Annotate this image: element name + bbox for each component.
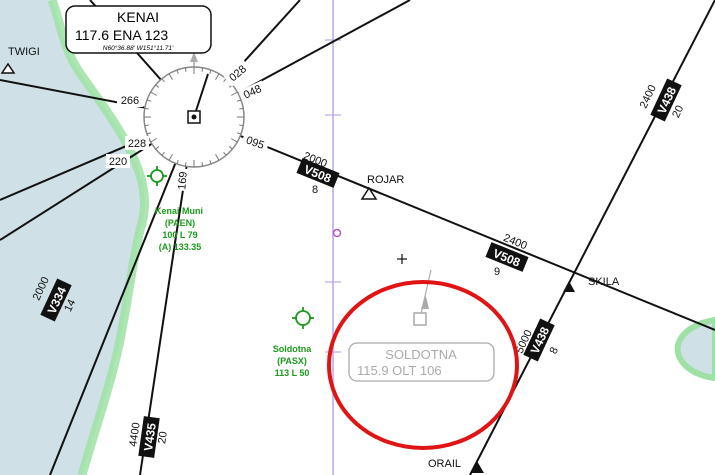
compass-tick: [209, 69, 212, 74]
compass-tick: [161, 78, 165, 83]
radial-220: 220: [109, 156, 127, 168]
kenai-name: KENAI: [117, 9, 159, 25]
svg-text:TWIGI: TWIGI: [8, 46, 40, 58]
twigi-triangle-icon: [0, 62, 16, 74]
airport-soldotna: Soldotna (PASX) 113 L 50: [273, 307, 314, 378]
airport-icon: [147, 166, 167, 186]
skila-triangle-icon: [563, 281, 575, 292]
soldotna-name: SOLDOTNA: [385, 347, 457, 362]
shoreline: [47, 0, 150, 475]
compass-tick: [184, 67, 187, 72]
fix-skila: SKILA: [563, 276, 620, 292]
compass-tick: [201, 162, 204, 167]
kenai-compass-rose: [143, 52, 245, 168]
airway-v435: 4400 V435 20: [127, 416, 170, 458]
fix-rojar: ROJAR: [360, 174, 404, 200]
svg-text:V508: V508: [302, 162, 334, 186]
soldotna-freq: 115.9 OLT 106: [357, 363, 442, 378]
svg-text:20: 20: [156, 431, 170, 445]
compass-tick: [146, 99, 151, 102]
svg-text:Kenai Muni: Kenai Muni: [155, 206, 203, 216]
svg-text:113 L 50: 113 L 50: [275, 368, 310, 378]
radial-266: 266: [121, 95, 139, 107]
svg-text:100 L 79: 100 L 79: [162, 230, 197, 240]
rojar-triangle-icon: [360, 186, 378, 200]
svg-text:(PAEN): (PAEN): [165, 218, 195, 228]
svg-text:8: 8: [548, 345, 561, 356]
compass-tick: [168, 153, 173, 161]
cross-marker-icon: [397, 254, 407, 264]
compass-tick: [144, 124, 149, 127]
svg-text:ORAIL: ORAIL: [428, 458, 461, 470]
kenai-navaid-box: KENAI 117.6 ENA 123 N60°36.88' W151°11.7…: [65, 5, 212, 54]
compass-tick: [230, 138, 238, 143]
compass-tick: [215, 73, 220, 81]
fix-twigi: TWIGI: [0, 46, 40, 74]
compass-tick: [237, 132, 242, 135]
compass-tick: [155, 146, 160, 150]
airport-kenai-muni: Kenai Muni (PAEN) 100 L 79 (A) 133.35: [147, 166, 203, 252]
compass-tick: [155, 84, 160, 88]
compass-tick: [144, 107, 149, 110]
fix-orail: ORAIL: [428, 458, 484, 473]
soldotna-navaid-box: [348, 342, 495, 382]
compass-tick: [150, 138, 158, 143]
compass-tick: [201, 67, 204, 72]
svg-text:8: 8: [312, 184, 318, 196]
compass-tick: [209, 160, 212, 165]
compass-tick: [223, 78, 227, 83]
radial-228: 228: [128, 138, 146, 150]
compass-tick: [161, 151, 165, 156]
highlight-circle: [327, 280, 519, 450]
compass-tick: [239, 107, 244, 110]
compass-tick: [176, 160, 179, 165]
airway-v438-lower: 5000 V438 8: [514, 318, 561, 362]
airway-v438-upper: 2400 V438 20: [638, 78, 686, 122]
svg-text:V435: V435: [141, 422, 159, 452]
water-area: [0, 0, 145, 475]
svg-text:20: 20: [670, 104, 686, 120]
compass-tick: [239, 124, 244, 127]
airport-icon: [292, 307, 314, 329]
compass-tick: [168, 73, 173, 81]
kenai-coords: N60°36.88' W151°11.71': [103, 44, 174, 52]
compass-tick: [230, 91, 238, 96]
compass-tick: [184, 162, 187, 167]
svg-text:SKILA: SKILA: [588, 276, 620, 288]
orail-triangle-icon: [470, 461, 484, 473]
compass-tick: [228, 146, 233, 150]
compass-tick: [215, 153, 220, 161]
svg-text:(PASX): (PASX): [277, 356, 307, 366]
radial-095: 095: [244, 134, 265, 152]
compass-tick: [150, 91, 158, 96]
meridian-marker-icon: [332, 228, 342, 238]
compass-tick: [146, 132, 151, 135]
svg-text:4400: 4400: [127, 422, 142, 448]
compass-tick: [237, 99, 242, 102]
kenai-freq: 117.6 ENA 123: [75, 27, 168, 43]
svg-text:ROJAR: ROJAR: [367, 174, 404, 186]
compass-tick: [176, 69, 179, 74]
svg-text:Soldotna: Soldotna: [273, 344, 312, 354]
radial-169: 169: [176, 171, 190, 190]
svg-text:9: 9: [494, 266, 500, 278]
soldotna-navaid: SOLDOTNA 115.9 OLT 106: [348, 269, 495, 382]
soldotna-vor-icon: [413, 312, 427, 326]
svg-text:14: 14: [62, 298, 78, 314]
svg-text:(A) 133.35: (A) 133.35: [159, 242, 202, 252]
compass-tick: [223, 151, 227, 156]
